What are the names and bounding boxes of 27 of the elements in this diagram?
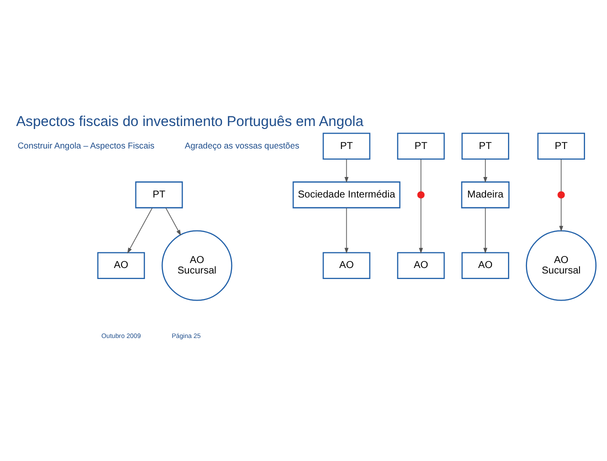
diagram-title: Aspectos fiscais do investimento Português em Angola (16, 114, 364, 130)
node-box: PT (462, 132, 510, 160)
node-box: PT (397, 132, 445, 160)
connector (420, 158, 422, 192)
arrow (418, 198, 423, 254)
node-box: PT (322, 132, 370, 160)
node-cross (417, 191, 425, 199)
connector (560, 158, 562, 192)
node-box: PT (537, 132, 586, 160)
node-box: PT (135, 181, 183, 208)
label: Construir Angola – Aspectos Fiscais (18, 140, 154, 150)
node-box: AO (97, 252, 145, 280)
arrow (559, 198, 564, 232)
label: Agradeço as vossas questões (184, 140, 300, 150)
node-box: AO (462, 252, 510, 280)
node-box: Madeira (461, 181, 510, 208)
node-cross (558, 191, 565, 199)
arrow (127, 208, 153, 254)
arrow (165, 208, 181, 236)
node-box: AO (322, 252, 370, 280)
node-box: AO (397, 252, 445, 280)
arrow (483, 158, 488, 183)
arrow (483, 208, 488, 254)
node-circle: AO Sucursal (526, 230, 597, 301)
arrow (344, 208, 349, 254)
node-box: Sociedade Intermédia (292, 181, 400, 208)
arrow (344, 158, 349, 183)
